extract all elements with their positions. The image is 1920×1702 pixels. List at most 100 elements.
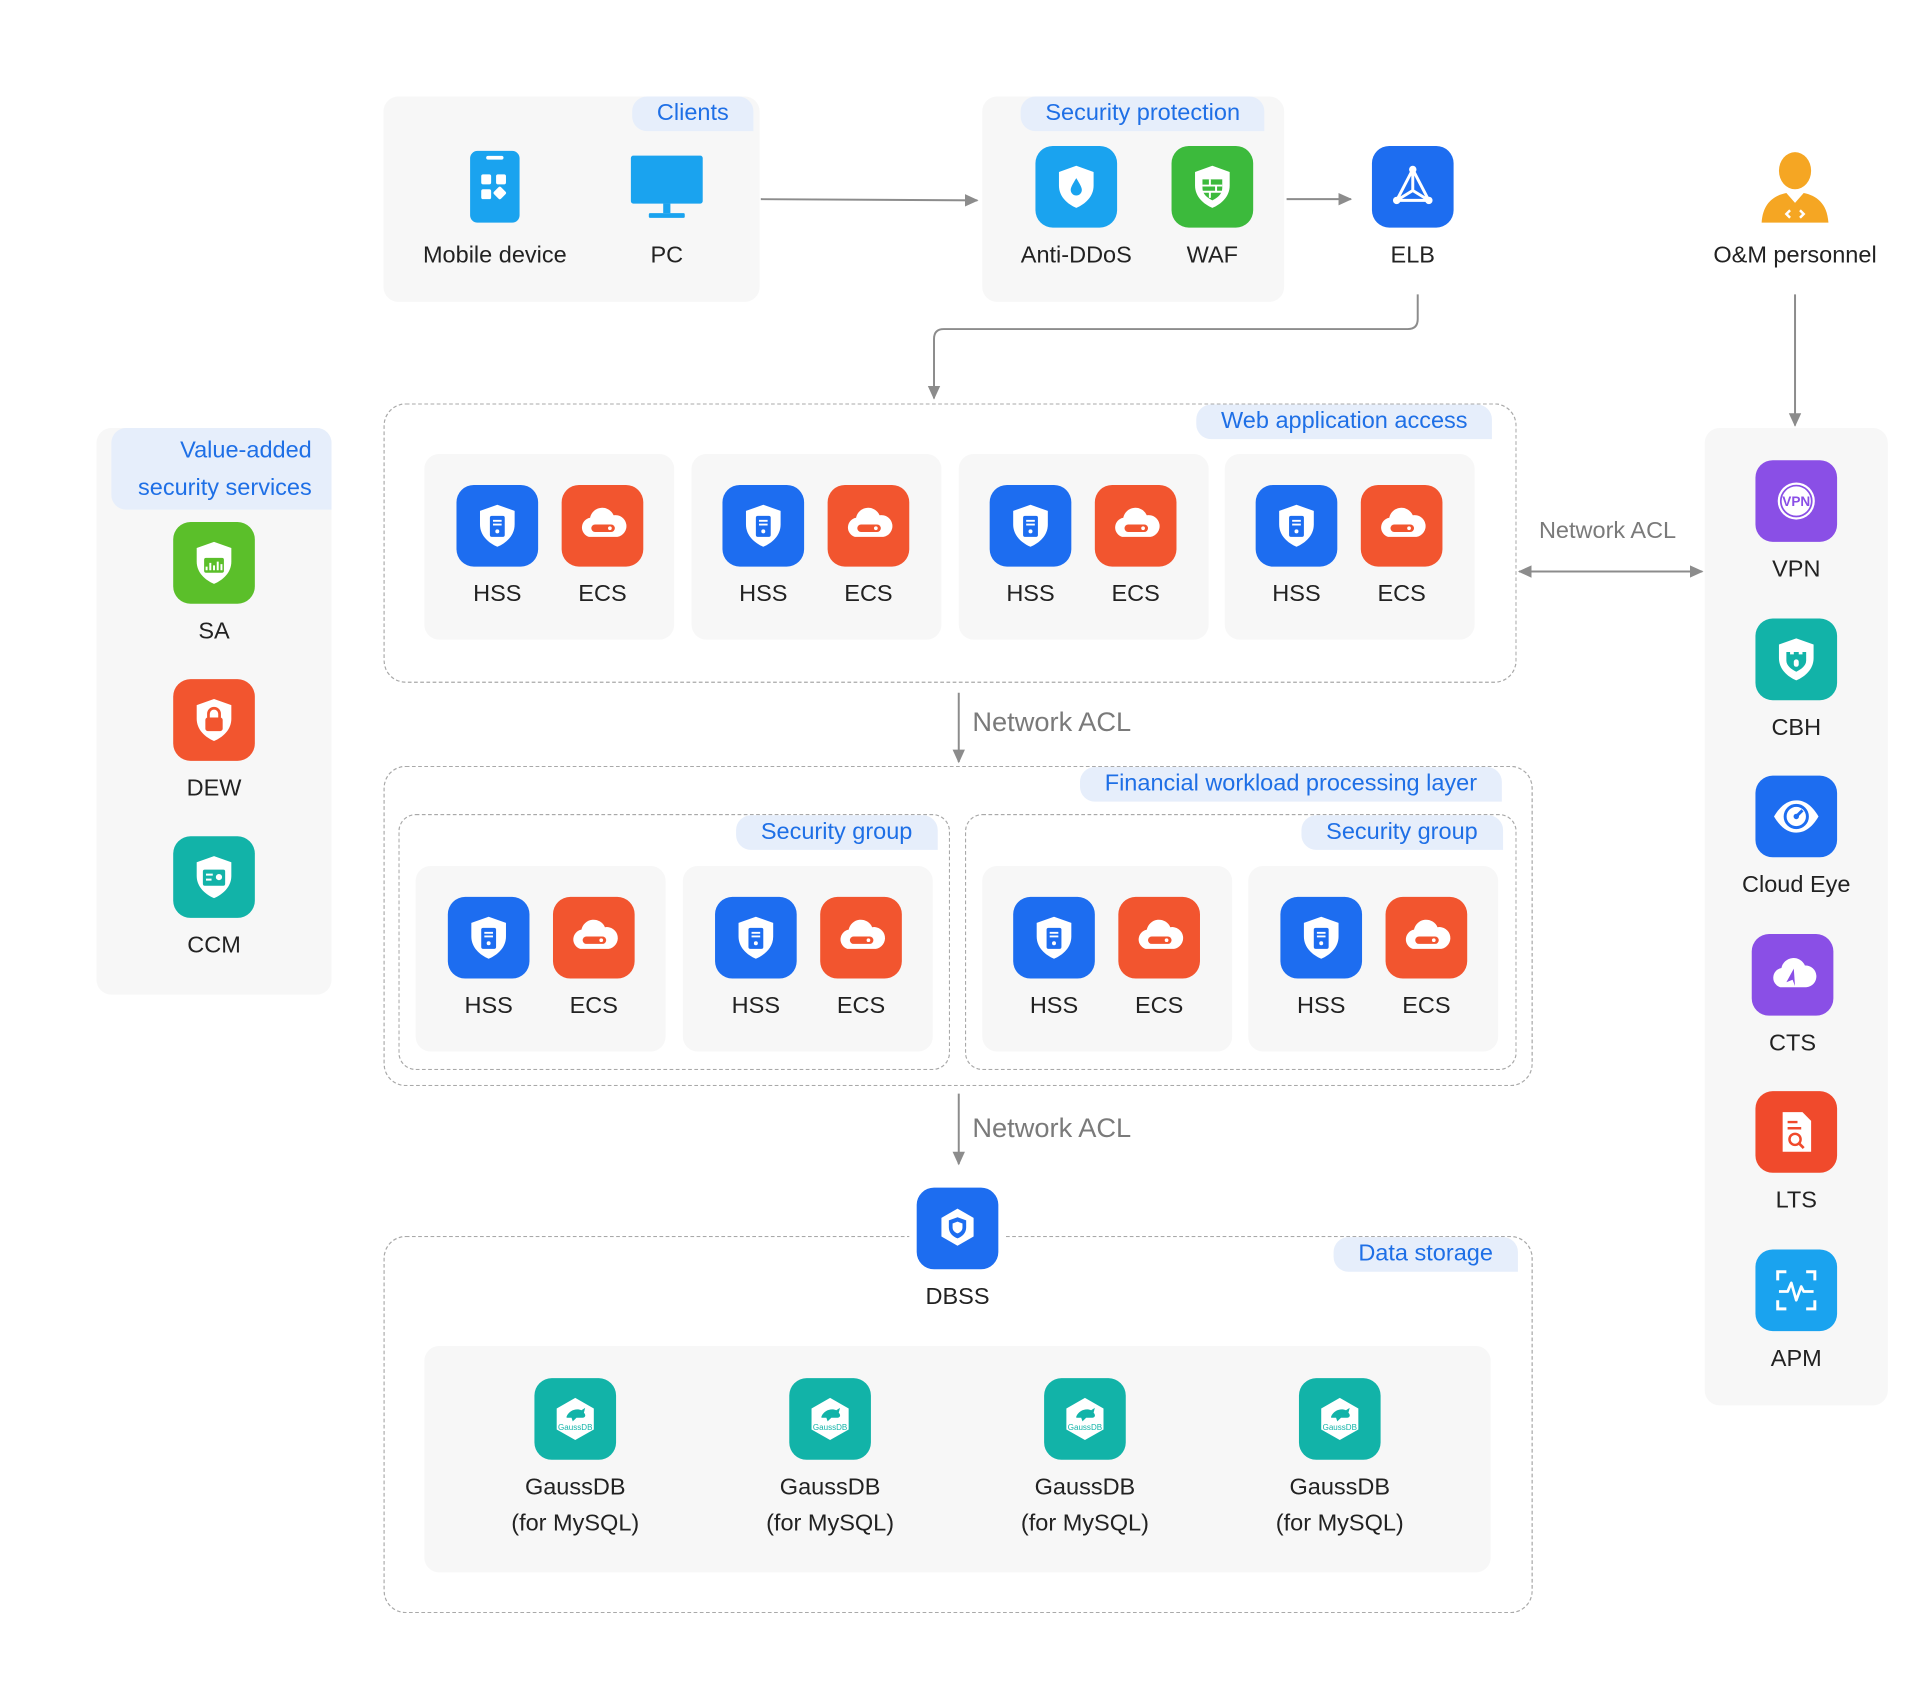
gaussdb-icon-text: GaussDB (1068, 1423, 1102, 1432)
elb-label: ELB (1390, 242, 1435, 269)
pc-label: PC (650, 242, 684, 269)
shield-server-icon (447, 896, 530, 979)
vpn-node[interactable]: VPN VPN (1722, 460, 1870, 587)
ecs-node[interactable]: ECS (1327, 484, 1475, 612)
ecs-label: ECS (1402, 993, 1451, 1020)
dbss-node[interactable]: DBSS (883, 1187, 1031, 1315)
hss-node[interactable]: HSS (414, 896, 562, 1024)
value-added-tag-line1: Value-added (180, 437, 312, 464)
shield-drop-icon (1035, 145, 1118, 228)
ecs-node[interactable]: ECS (794, 484, 942, 612)
shield-server-icon (989, 484, 1072, 567)
gaussdb-label-line2: (for MySQL) (1020, 1510, 1149, 1537)
ecs-label: ECS (569, 993, 618, 1020)
financial-tag: Financial workload processing layer (1079, 767, 1502, 802)
cloud-trace-icon (1751, 934, 1834, 1016)
gaussdb-label-line2: (for MySQL) (766, 1510, 895, 1537)
shield-lock-icon (173, 679, 255, 761)
cloud-server-icon (561, 484, 644, 567)
lts-label: LTS (1775, 1187, 1817, 1214)
hss-label: HSS (1297, 993, 1346, 1020)
value-added-tag: Value-added security services (111, 428, 332, 510)
hss-node[interactable]: HSS (1222, 484, 1370, 612)
network-acl-mid1-label: Network ACL (972, 706, 1132, 738)
lts-node[interactable]: LTS (1722, 1091, 1870, 1218)
ecs-node[interactable]: ECS (1085, 896, 1233, 1024)
shield-database-icon (916, 1187, 999, 1270)
gaussdb-label-line1: GaussDB (1034, 1474, 1136, 1501)
security-group-zone-2 (964, 814, 1517, 1071)
cloud-eye-node[interactable]: Cloud Eye (1722, 775, 1870, 903)
shield-certificate-icon (173, 836, 255, 918)
gaussdb-node[interactable]: GaussDB GaussDB (for MySQL) (489, 1378, 662, 1541)
gaussdb-icon-text: GaussDB (813, 1423, 847, 1432)
gaussdb-icon-text: GaussDB (1323, 1423, 1357, 1432)
ccm-node[interactable]: CCM (140, 836, 288, 963)
apm-label: APM (1770, 1345, 1822, 1372)
gaussdb-label-line1: GaussDB (779, 1474, 881, 1501)
gaussdb-node[interactable]: GaussDB GaussDB (for MySQL) (998, 1378, 1171, 1541)
cts-label: CTS (1769, 1030, 1817, 1057)
pc-node[interactable]: PC (593, 146, 741, 273)
mobile-device-node[interactable]: Mobile device (421, 146, 569, 273)
hss-node[interactable]: HSS (682, 896, 830, 1024)
hss-node[interactable]: HSS (423, 484, 571, 612)
waf-label: WAF (1186, 242, 1239, 269)
vpn-icon: VPN (1755, 460, 1838, 542)
hss-node[interactable]: HSS (980, 896, 1128, 1024)
network-acl-right-label: Network ACL (1538, 518, 1677, 545)
web-access-zone (383, 403, 1517, 683)
hss-label: HSS (464, 993, 513, 1020)
ccm-label: CCM (187, 932, 241, 959)
dbss-label: DBSS (925, 1284, 990, 1311)
hss-label: HSS (731, 993, 781, 1020)
hss-node[interactable]: HSS (1247, 896, 1395, 1024)
hss-label: HSS (1029, 993, 1079, 1020)
monitor-icon (626, 146, 708, 228)
anti-ddos-label: Anti-DDoS (1020, 242, 1132, 269)
ecs-node[interactable]: ECS (1061, 484, 1209, 612)
hss-label: HSS (473, 581, 522, 608)
gaussdb-icon: GaussDB (789, 1378, 871, 1460)
gaussdb-icon: GaussDB (534, 1378, 617, 1460)
web-access-tag: Web application access (1196, 404, 1493, 440)
ecs-node[interactable]: ECS (528, 484, 676, 612)
gaussdb-node[interactable]: GaussDB GaussDB (for MySQL) (1253, 1378, 1426, 1541)
cloud-eye-label: Cloud Eye (1742, 872, 1851, 899)
dew-node[interactable]: DEW (140, 679, 288, 806)
shield-server-icon (715, 896, 797, 979)
ecs-label: ECS (844, 581, 893, 608)
security-group-zone-1 (398, 814, 951, 1071)
shield-server-icon (1255, 484, 1338, 567)
cbh-label: CBH (1771, 715, 1822, 742)
cts-node[interactable]: CTS (1718, 934, 1866, 1061)
gaussdb-node[interactable]: GaussDB GaussDB (for MySQL) (743, 1378, 916, 1541)
ecs-node[interactable]: ECS (787, 896, 935, 1024)
waf-node[interactable]: WAF (1138, 145, 1286, 273)
mobile-icon (454, 146, 536, 228)
om-personnel-node[interactable]: O&M personnel (1702, 146, 1888, 273)
anti-ddos-node[interactable]: Anti-DDoS (1002, 145, 1150, 273)
elb-node[interactable]: ELB (1339, 145, 1487, 273)
om-services-panel (1704, 428, 1888, 1406)
hss-node[interactable]: HSS (956, 484, 1104, 612)
shield-server-icon (1013, 896, 1095, 979)
ecs-node[interactable]: ECS (520, 896, 668, 1024)
gaussdb-icon: GaussDB (1298, 1378, 1381, 1460)
ecs-node[interactable]: ECS (1352, 896, 1500, 1024)
sa-node[interactable]: SA (140, 522, 288, 649)
cloud-server-icon (1360, 484, 1443, 567)
person-icon (1754, 146, 1836, 228)
security-protection-tag: Security protection (1020, 96, 1265, 132)
hss-node[interactable]: HSS (689, 484, 837, 612)
arrow-clients-to-protection (760, 194, 979, 207)
ecs-label: ECS (1134, 993, 1184, 1020)
om-personnel-label: O&M personnel (1713, 242, 1877, 269)
network-acl-mid2-label: Network ACL (972, 1112, 1132, 1144)
gaussdb-label-line1: GaussDB (1289, 1474, 1391, 1501)
cbh-node[interactable]: CBH (1722, 618, 1870, 746)
data-storage-tag: Data storage (1333, 1237, 1518, 1272)
mobile-device-label: Mobile device (422, 242, 567, 269)
apm-node[interactable]: APM (1722, 1249, 1870, 1376)
gaussdb-label-line2: (for MySQL) (511, 1510, 640, 1537)
